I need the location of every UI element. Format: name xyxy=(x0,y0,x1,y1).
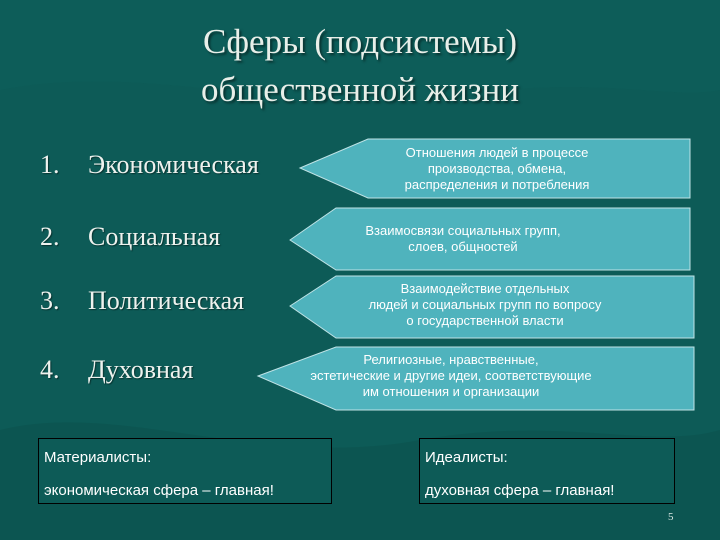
callout-line: слоев, общностей xyxy=(408,239,518,254)
sphere-number: 3. xyxy=(40,286,60,315)
sphere-label: Политическая xyxy=(88,286,245,315)
materialists-label: Материалисты: xyxy=(44,449,152,466)
sphere-number: 4. xyxy=(40,355,60,384)
callout-text-2: Взаимосвязи социальных групп, слоев, общ… xyxy=(338,223,588,255)
callout-text-1: Отношения людей в процессе производства,… xyxy=(368,145,626,193)
callout-arrow-1 xyxy=(298,138,691,199)
sphere-label: Социальная xyxy=(88,222,221,251)
callout-arrow-4 xyxy=(256,346,695,411)
sphere-item-political: 3. Политическая xyxy=(40,286,244,316)
idealists-box: Идеалисты: духовная сфера – главная! xyxy=(419,438,675,504)
callout-line: эстетические и другие идеи, соответствую… xyxy=(310,368,592,383)
callout-text-4: Религиозные, нравственные, эстетические … xyxy=(272,352,630,400)
sphere-label: Экономическая xyxy=(88,150,259,179)
title-line-2: общественной жизни xyxy=(201,70,519,109)
callout-line: Религиозные, нравственные, xyxy=(363,352,539,367)
idealists-label: Идеалисты: xyxy=(425,449,508,466)
callout-arrow-3 xyxy=(289,275,695,339)
sphere-label: Духовная xyxy=(88,355,194,384)
sphere-number: 2. xyxy=(40,222,60,251)
sphere-item-social: 2. Социальная xyxy=(40,222,220,252)
callout-line: людей и социальных групп по вопросу xyxy=(368,297,602,312)
slide-title: Сферы (подсистемы) общественной жизни xyxy=(120,18,600,114)
callout-line: Взаимосвязи социальных групп, xyxy=(365,223,561,238)
callout-line: производства, обмена, xyxy=(427,161,567,176)
sphere-number: 1. xyxy=(40,150,60,179)
callout-line: о государственной власти xyxy=(406,313,564,328)
page-number: 5 xyxy=(668,511,674,523)
callout-line: распределения и потребления xyxy=(404,177,590,192)
callout-arrow-2 xyxy=(289,207,691,271)
sphere-item-economic: 1. Экономическая xyxy=(40,150,259,180)
callout-line: Взаимодействие отдельных xyxy=(400,281,570,296)
idealists-text: духовная сфера – главная! xyxy=(425,482,615,499)
materialists-box: Материалисты: экономическая сфера – глав… xyxy=(38,438,332,504)
callout-line: им отношения и организации xyxy=(362,384,540,399)
title-line-1: Сферы (подсистемы) xyxy=(203,22,517,61)
materialists-text: экономическая сфера – главная! xyxy=(44,482,274,499)
sphere-item-spiritual: 4. Духовная xyxy=(40,355,193,385)
callout-line: Отношения людей в процессе xyxy=(405,145,589,160)
callout-text-3: Взаимодействие отдельных людей и социаль… xyxy=(335,281,635,329)
